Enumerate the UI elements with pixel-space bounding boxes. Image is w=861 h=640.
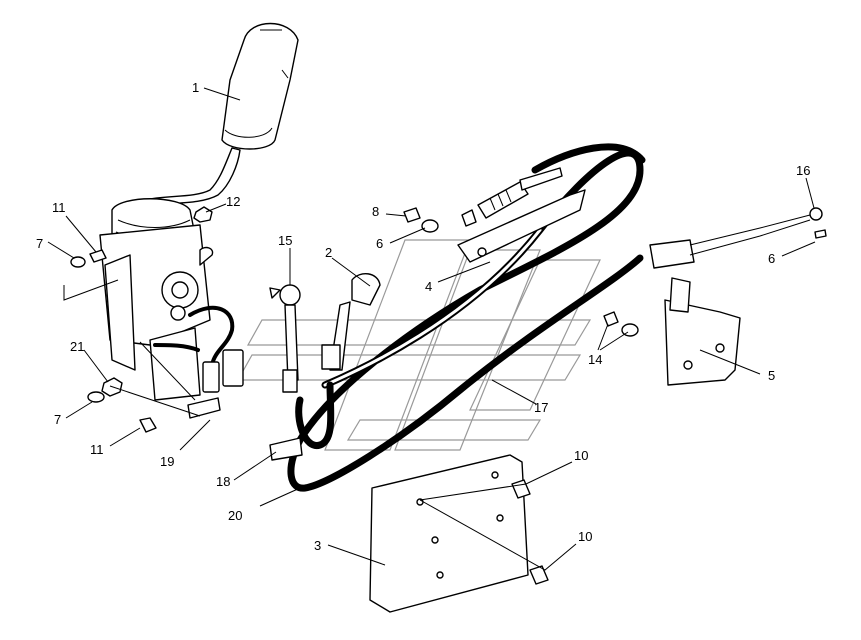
washer-7-lower xyxy=(87,391,105,403)
callout-7-upper: 7 xyxy=(36,236,43,251)
leader-lines xyxy=(47,87,816,571)
cable-fitting-right xyxy=(649,207,827,269)
callout-19: 19 xyxy=(160,454,174,469)
bracket-4 xyxy=(457,189,586,263)
rod-end-15 xyxy=(269,284,301,393)
callout-14: 14 xyxy=(588,352,602,367)
shift-cable xyxy=(287,143,646,492)
callout-11-upper: 11 xyxy=(52,200,66,215)
callout-12: 12 xyxy=(226,194,240,209)
callout-6-right: 6 xyxy=(768,251,775,266)
bolt-14 xyxy=(603,311,639,337)
callout-17: 17 xyxy=(534,400,548,415)
callout-16: 16 xyxy=(796,163,810,178)
clip-16 xyxy=(461,209,477,227)
nut-12 xyxy=(193,206,213,223)
callout-10-lower: 10 xyxy=(578,529,592,544)
callout-6-upper: 6 xyxy=(376,236,383,251)
callout-18: 18 xyxy=(216,474,230,489)
shift-knob xyxy=(144,22,299,207)
bolt-10-lower xyxy=(529,565,549,585)
callout-15: 15 xyxy=(278,233,292,248)
washer-6-upper xyxy=(421,219,439,233)
wire-harness xyxy=(153,305,244,393)
mounting-plate-3 xyxy=(369,454,529,613)
bolt-11-upper xyxy=(89,249,107,263)
callout-10-upper: 10 xyxy=(574,448,588,463)
washer-7-upper xyxy=(70,256,86,268)
bolt-8 xyxy=(403,207,421,223)
callout-2: 2 xyxy=(325,245,332,260)
cable-fitting-upper xyxy=(477,167,563,219)
rod-end-2 xyxy=(321,273,381,371)
callout-8: 8 xyxy=(372,204,379,219)
clip-18 xyxy=(269,437,303,461)
callout-21: 21 xyxy=(70,339,84,354)
callout-7-lower: 7 xyxy=(54,412,61,427)
callout-4: 4 xyxy=(425,279,432,294)
shift-housing xyxy=(99,198,214,401)
callout-5: 5 xyxy=(768,368,775,383)
shift-cable-loop xyxy=(295,381,335,449)
callout-1: 1 xyxy=(192,80,199,95)
callout-11-lower: 11 xyxy=(90,442,104,457)
bolt-11-lower xyxy=(139,417,157,433)
bracket-5 xyxy=(664,277,741,386)
callout-20: 20 xyxy=(228,508,242,523)
callouts: 1 2 3 4 5 6 6 7 7 8 10 10 11 11 12 14 15… xyxy=(36,80,810,553)
bracket-19 xyxy=(187,397,221,419)
callout-3: 3 xyxy=(314,538,321,553)
